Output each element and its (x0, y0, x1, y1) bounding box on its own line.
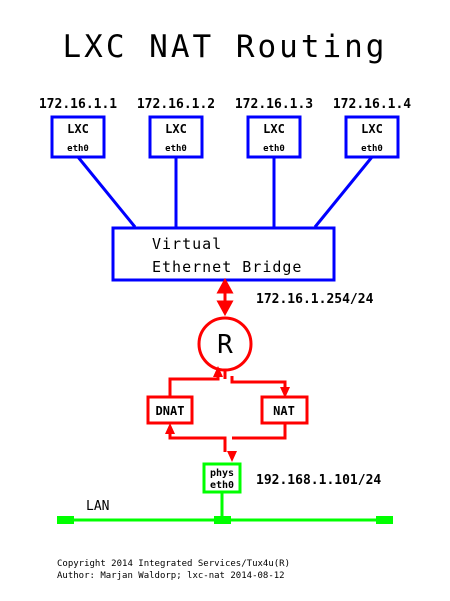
container-3-ip: 172.16.1.3 (235, 97, 313, 112)
container-2-label: LXC (165, 122, 187, 136)
arrowhead-dnat-to-router (213, 366, 223, 377)
router-node: R (197, 316, 253, 372)
lan-node-center (214, 516, 231, 524)
phys-box: phys eth0 (202, 462, 242, 494)
container-2-ip: 172.16.1.2 (137, 97, 215, 112)
lan-node-right (376, 516, 393, 524)
router-nat-arrowheads (165, 366, 290, 462)
container-4-label: LXC (361, 122, 383, 136)
container-1-link (76, 156, 137, 228)
lan-node-left (57, 516, 74, 524)
phys-line2: eth0 (210, 480, 234, 491)
container-1-ip: 172.16.1.1 (39, 97, 117, 112)
phys-line1: phys (210, 468, 234, 479)
container-3-iface: eth0 (263, 144, 285, 154)
container-2-box: LXC eth0 (148, 115, 204, 159)
router-nat-links (168, 370, 287, 452)
nat-box: NAT (260, 395, 309, 425)
footer-author: Author: Marjan Waldorp; lxc-nat 2014-08-… (57, 571, 285, 581)
lan-label: LAN (86, 499, 109, 514)
arrowhead-down (216, 300, 234, 317)
router-label: R (217, 330, 233, 360)
footer-copyright: Copyright 2014 Integrated Services/Tux4u… (57, 559, 290, 569)
container-3-box: LXC eth0 (246, 115, 302, 159)
arrowhead-up (216, 277, 234, 294)
bridge-box: Virtual Ethernet Bridge (111, 226, 336, 282)
bridge-line1: Virtual (152, 235, 222, 253)
container-1-iface: eth0 (67, 144, 89, 154)
bridge-router-link (216, 277, 234, 317)
bridge-line2: Ethernet Bridge (152, 258, 302, 276)
container-1-box: LXC eth0 (50, 115, 106, 159)
lan-segment (57, 492, 393, 524)
nat-label: NAT (273, 404, 295, 418)
container-2-iface: eth0 (165, 144, 187, 154)
container-4-box: LXC eth0 (344, 115, 400, 159)
bridge-ip: 172.16.1.254/24 (256, 292, 374, 307)
arrowhead-to-dnat (165, 423, 175, 434)
container-4-ip: 172.16.1.4 (333, 97, 411, 112)
dnat-label: DNAT (156, 404, 185, 418)
phys-ip: 192.168.1.101/24 (256, 473, 381, 488)
arrowhead-router-to-nat (280, 387, 290, 398)
dnat-box: DNAT (146, 395, 194, 425)
container-3-label: LXC (263, 122, 285, 136)
container-4-iface: eth0 (361, 144, 383, 154)
container-4-link (313, 156, 374, 228)
container-links (76, 156, 374, 228)
arrowhead-to-phys (227, 451, 237, 462)
diagram-title: LXC NAT Routing (63, 29, 388, 65)
container-1-label: LXC (67, 122, 89, 136)
